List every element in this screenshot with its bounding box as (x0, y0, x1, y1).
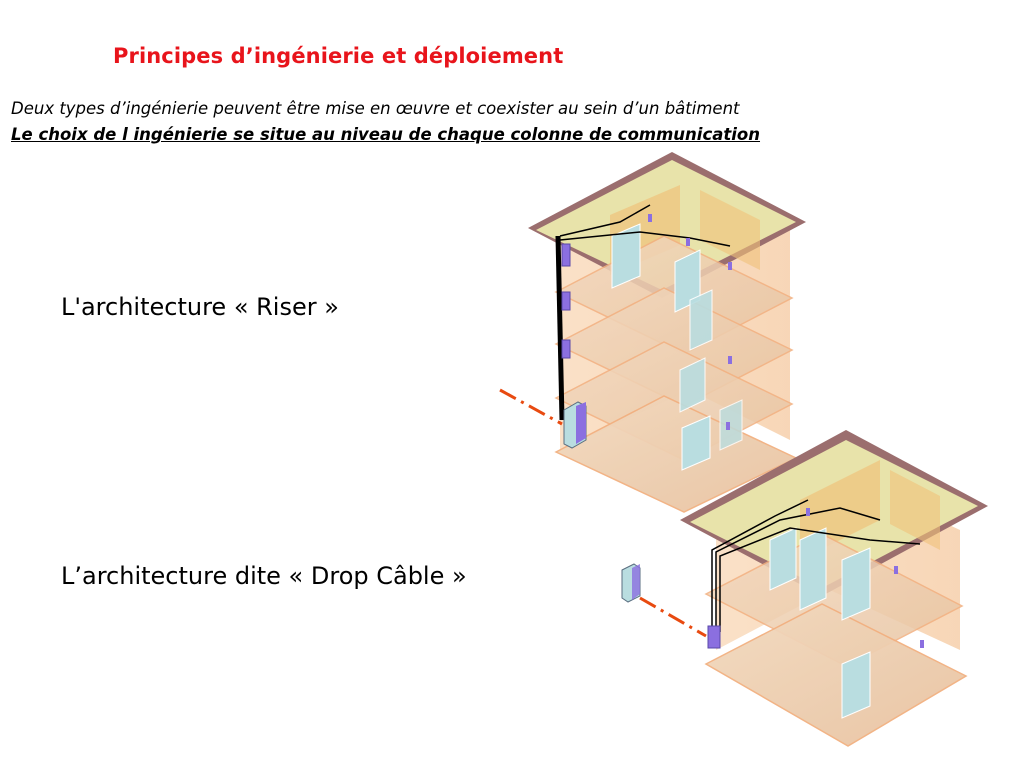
slide-title: Principes d’ingénierie et déploiement (113, 44, 564, 68)
drop-cables (711, 499, 921, 632)
riser-column-cable (555, 235, 565, 421)
riser-distribution-boxes (561, 243, 571, 359)
riser-partitions (611, 223, 743, 471)
drop-cable-building (621, 430, 988, 747)
drop-external-chamber (621, 563, 641, 603)
riser-entry-cable (499, 388, 563, 426)
intro-line-1: Deux types d’ingénierie peuvent être mis… (11, 99, 740, 118)
drop-entry-cable (639, 596, 707, 638)
drop-building-entry-box (707, 625, 721, 649)
drop-partitions (769, 527, 871, 719)
intro-line-2: Le choix de l ingénierie se situe au niv… (11, 125, 761, 144)
riser-building (499, 152, 806, 513)
riser-entry-box (563, 401, 587, 449)
drop-cable-architecture-label: L’architecture dite « Drop Câble » (61, 562, 467, 590)
riser-architecture-label: L'architecture « Riser » (61, 293, 339, 321)
